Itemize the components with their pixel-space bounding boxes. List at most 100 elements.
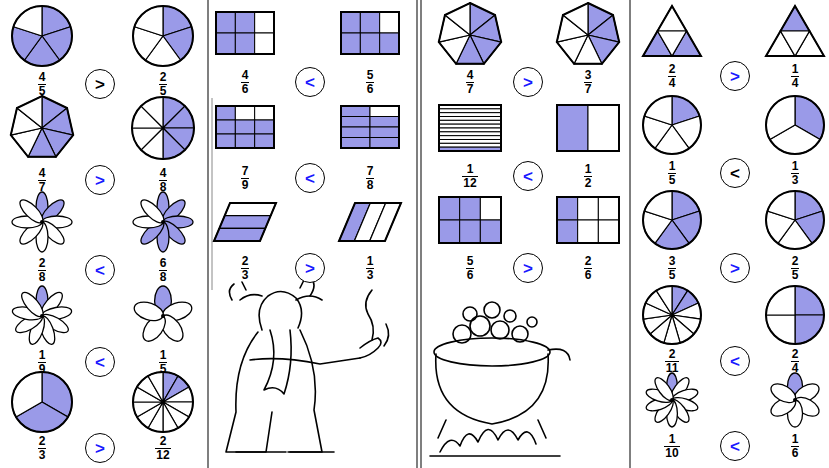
numerator: 1 [668,160,677,173]
bubble [504,310,516,322]
fraction: 45 [36,71,49,98]
comparison-circle: < [295,67,325,97]
fraction: 25 [157,71,170,98]
pie-sector [12,372,42,417]
numerator: 1 [791,63,800,76]
flower-petal [132,299,166,324]
denominator: 3 [241,268,250,282]
grid-cell [439,132,501,136]
numerator: 2 [665,348,680,361]
fraction: 46 [239,69,252,96]
fraction: 79 [239,165,252,192]
pie-sector [141,97,163,128]
grid-cell [578,220,599,243]
numerator: 3 [668,255,677,268]
denominator: 12 [462,176,477,190]
parallelogram-part [219,216,270,229]
denominator: 5 [159,362,168,376]
denominator: 8 [159,270,168,284]
fraction: 48 [157,167,170,194]
bubble [491,321,509,339]
comparison-sign: > [730,260,740,277]
numerator: 1 [159,349,168,362]
grid-cell [235,134,254,148]
druid-head [259,291,301,330]
denominator: 6 [366,82,375,96]
denominator: 11 [665,361,680,375]
polygon-outline [11,96,73,157]
column-divider [629,0,631,468]
grid-cell [216,134,235,148]
pie-outline [643,286,701,344]
pie-sector [766,96,795,140]
pie-outline [133,6,193,66]
fraction: 47 [36,167,49,194]
numerator: 2 [38,257,47,270]
grid-cell [439,197,460,220]
denominator: 12 [155,448,170,462]
grid-cell [439,128,501,132]
grid-cell [216,33,235,54]
parallelogram-part [225,203,276,216]
grid-cell [360,33,379,54]
grid-cell [439,143,501,147]
numerator: 1 [38,349,47,362]
grid-cell [235,12,254,33]
numerator: 5 [466,255,475,268]
polygon-outline [439,3,501,64]
grid-cell [341,138,370,149]
comparison-sign: < [523,168,533,185]
denominator: 5 [668,173,677,187]
pie-sector [133,402,163,417]
triangle-outline [643,6,701,56]
pie-outline [133,372,193,432]
fraction: 19 [36,349,49,376]
fraction: 110 [662,433,681,460]
flower-center [793,398,797,402]
grid-outline [341,12,399,54]
flower-center [40,220,44,224]
bubble [453,325,471,343]
comparison-circle: < [295,163,325,193]
flower-petal [138,197,168,227]
comparison-sign: < [730,353,740,370]
polygon-part [445,3,470,35]
comparison-sign: > [523,260,533,277]
numerator: 6 [159,257,168,270]
comparison-circle: > [85,165,115,195]
grid-cell [439,109,501,113]
grid-cell [439,220,460,243]
comparison-sign: < [305,170,315,187]
grid-cell [255,106,274,120]
fraction: 24 [789,348,802,375]
grid-cell [255,33,274,54]
denominator: 7 [38,180,47,194]
fraction: 13 [364,255,377,282]
pie-sector [163,387,193,402]
fraction: 15 [666,160,679,187]
comparison-circle: > [85,433,115,463]
comparison-circle: > [513,253,543,283]
numerator: 1 [366,255,375,268]
fraction: 78 [364,165,377,192]
grid-cell [216,120,235,134]
numerator: 1 [584,163,593,176]
pie-sector [163,106,194,128]
numerator: 2 [159,71,168,84]
cauldron-rim [434,338,550,366]
grid-cell [370,106,399,117]
fraction: 23 [239,255,252,282]
comparison-circle: < [720,158,750,188]
cauldron-legs [438,420,546,438]
denominator: 6 [584,268,593,282]
numerator: 2 [155,435,170,448]
denominator: 7 [584,82,593,96]
grid-cell [216,12,235,33]
grid-outline [216,12,274,54]
grid-cell [370,127,399,138]
grid-cell [380,33,399,54]
polygon-part [17,96,42,128]
pie-sector [163,128,185,159]
